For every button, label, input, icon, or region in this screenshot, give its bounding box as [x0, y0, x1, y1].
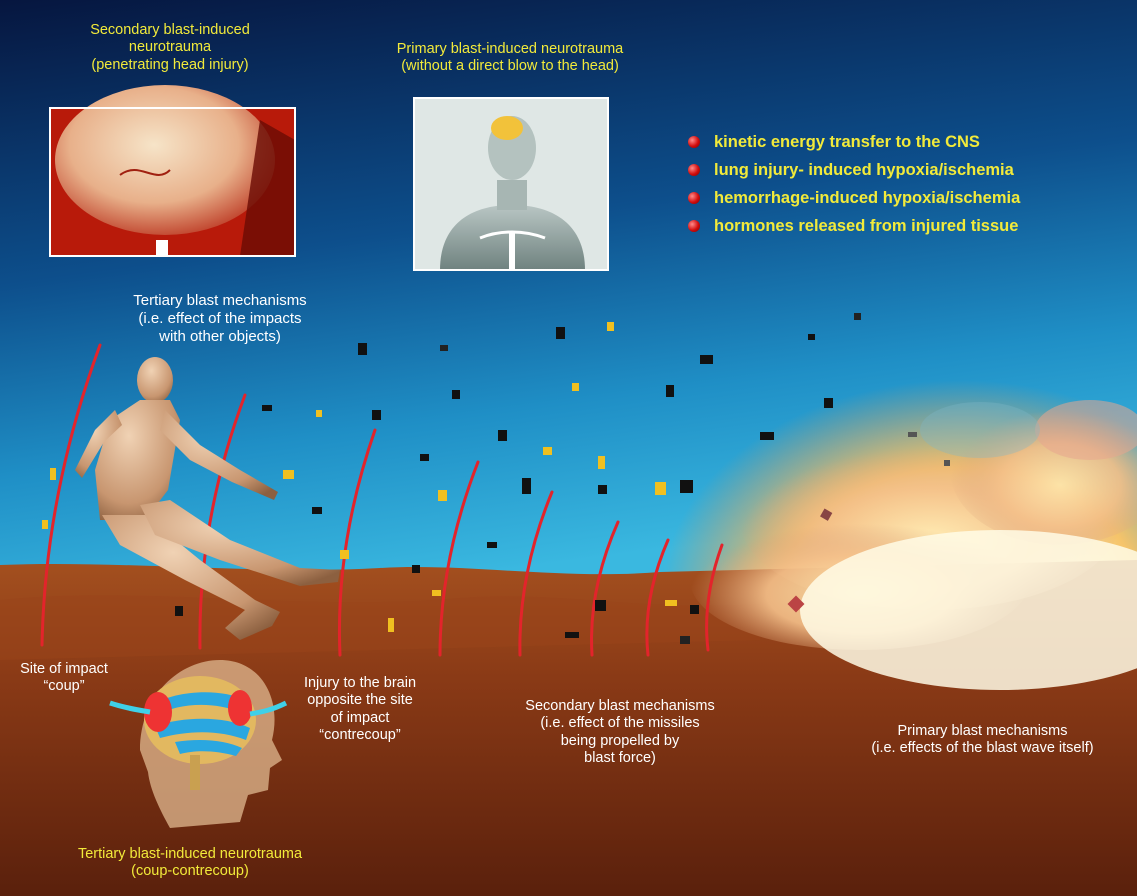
primary-effect-text: kinetic energy transfer to the CNS: [714, 128, 980, 156]
primary-effect-text: hormones released from injured tissue: [714, 212, 1018, 240]
tertiary-neurotrauma-line2: (coup-contrecoup): [25, 863, 355, 880]
secondary-neurotrauma-line2: neurotrauma: [45, 39, 295, 56]
contrecoup-line2: opposite the site: [275, 692, 445, 709]
contrecoup-line3: of impact: [275, 710, 445, 727]
primary-neurotrauma-line1: Primary blast-induced neurotrauma: [345, 41, 675, 58]
primary-effect-item: hormones released from injured tissue: [688, 212, 1137, 240]
primary-mechanisms-line2: (i.e. effects of the blast wave itself): [830, 740, 1135, 757]
site-of-impact-line2: “coup”: [4, 678, 124, 695]
bullet-dot-icon: [688, 220, 700, 232]
primary-mechanisms-line1: Primary blast mechanisms: [830, 723, 1135, 740]
primary-effect-text: hemorrhage-induced hypoxia/ischemia: [714, 184, 1020, 212]
contrecoup-label: Injury to the brain opposite the site of…: [275, 675, 445, 745]
bullet-dot-icon: [688, 164, 700, 176]
tertiary-mechanisms-line3: with other objects): [100, 328, 340, 346]
secondary-neurotrauma-line1: Secondary blast-induced: [45, 22, 295, 39]
secondary-mechanisms-line2: (i.e. effect of the missiles: [475, 715, 765, 732]
site-of-impact-label: Site of impact “coup”: [4, 661, 124, 696]
primary-effect-item: lung injury- induced hypoxia/ischemia: [688, 156, 1137, 184]
site-of-impact-line1: Site of impact: [4, 661, 124, 678]
tertiary-neurotrauma-line1: Tertiary blast-induced neurotrauma: [25, 846, 355, 863]
secondary-mechanisms-label: Secondary blast mechanisms (i.e. effect …: [475, 698, 765, 768]
primary-mechanisms-label: Primary blast mechanisms (i.e. effects o…: [830, 723, 1135, 758]
secondary-mechanisms-line4: blast force): [475, 750, 765, 767]
bullet-dot-icon: [688, 192, 700, 204]
tertiary-neurotrauma-label: Tertiary blast-induced neurotrauma (coup…: [25, 846, 355, 881]
penetrating-injury-photo: [50, 85, 295, 256]
primary-neurotrauma-line2: (without a direct blow to the head): [345, 58, 675, 75]
primary-neurotrauma-label: Primary blast-induced neurotrauma (witho…: [345, 41, 675, 76]
contrecoup-line1: Injury to the brain: [275, 675, 445, 692]
primary-effect-text: lung injury- induced hypoxia/ischemia: [714, 156, 1014, 184]
primary-neurotrauma-photo: [414, 98, 608, 270]
tertiary-mechanisms-line2: (i.e. effect of the impacts: [100, 310, 340, 328]
primary-effects-list: kinetic energy transfer to the CNS lung …: [688, 128, 1137, 240]
secondary-mechanisms-line3: being propelled by: [475, 733, 765, 750]
secondary-neurotrauma-label: Secondary blast-induced neurotrauma (pen…: [45, 22, 295, 74]
bullet-dot-icon: [688, 136, 700, 148]
tertiary-mechanisms-line1: Tertiary blast mechanisms: [100, 292, 340, 310]
primary-effect-item: hemorrhage-induced hypoxia/ischemia: [688, 184, 1137, 212]
primary-effect-item: kinetic energy transfer to the CNS: [688, 128, 1137, 156]
secondary-neurotrauma-line3: (penetrating head injury): [45, 57, 295, 74]
tertiary-mechanisms-label: Tertiary blast mechanisms (i.e. effect o…: [100, 292, 340, 346]
secondary-mechanisms-line1: Secondary blast mechanisms: [475, 698, 765, 715]
contrecoup-line4: “contrecoup”: [275, 727, 445, 744]
